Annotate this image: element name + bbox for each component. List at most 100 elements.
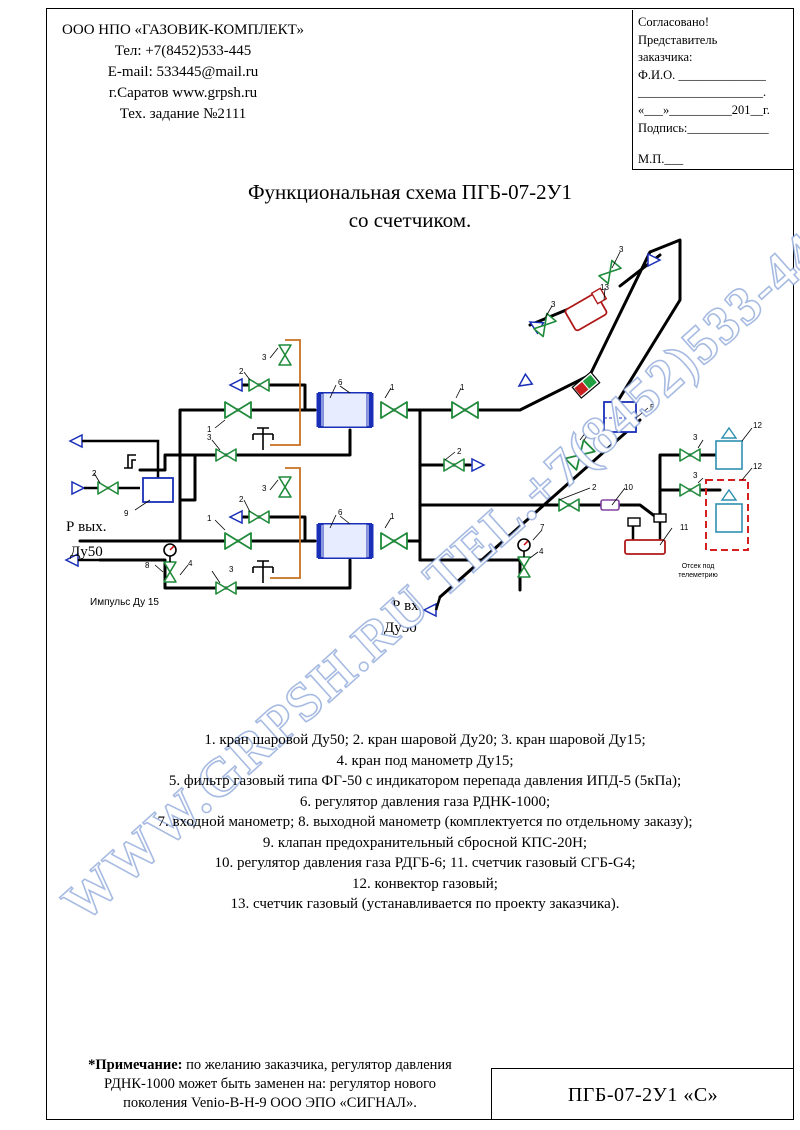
label-6: 6 xyxy=(338,508,343,517)
ball-valve-du50 xyxy=(380,401,408,419)
company-phone: Тел: +7(8452)533-445 xyxy=(114,43,252,59)
label-3: 3 xyxy=(693,471,698,480)
outlet-arrow-icon xyxy=(514,373,534,392)
ball-valve-du20 xyxy=(558,498,580,512)
note-label: *Примечание: xyxy=(88,1057,183,1073)
label-1: 1 xyxy=(207,514,212,523)
approval-date-field: «___»__________201__г. xyxy=(638,102,770,117)
regulator-actuator-icon xyxy=(252,560,274,584)
gas-filter-fg50 xyxy=(571,371,637,433)
label-8: 8 xyxy=(145,561,150,570)
label-1: 1 xyxy=(586,425,591,434)
approval-seal-field: М.П.___ xyxy=(638,152,684,167)
relief-valve-kps xyxy=(124,454,174,503)
legend-line: 4. кран под манометр Ду15; xyxy=(336,752,514,769)
note-line-2: РДНК-1000 может быть заменен на: регулят… xyxy=(104,1076,436,1092)
company-block: ООО НПО «ГАЗОВИК-КОМПЛЕКТ» Тел: +7(8452)… xyxy=(48,20,318,125)
gas-meter-13 xyxy=(564,287,608,332)
leader-lines xyxy=(93,251,753,584)
legend-line: 12. конвектор газовый; xyxy=(352,875,498,892)
approval-line: заказчика: xyxy=(638,50,693,65)
company-city-site: г.Саратов www.grpsh.ru xyxy=(108,85,258,101)
pressure-regulator-rdnk xyxy=(319,524,371,558)
outlet-diameter-label: Ду50 xyxy=(70,544,103,560)
ball-valve-du15 xyxy=(215,581,237,595)
label-1: 1 xyxy=(460,383,465,392)
regulator-actuator-icon xyxy=(252,427,274,451)
page-title: Функциональная схема ПГБ-07-2У1 со счетч… xyxy=(150,178,670,234)
telemetry-label-1: Отсек под xyxy=(682,563,715,570)
vent-arrow-icon xyxy=(229,510,243,524)
company-name: ООО НПО «ГАЗОВИК-КОМПЛЕКТ» xyxy=(62,22,304,38)
telemetry-label-2: телеметрию xyxy=(678,572,718,579)
legend-line: 6. регулятор давления газа РДНК-1000; xyxy=(299,793,551,810)
label-5: 5 xyxy=(650,403,655,412)
label-1: 1 xyxy=(390,512,395,521)
approval-line: ____________________. xyxy=(638,85,767,100)
label-12: 12 xyxy=(753,462,762,471)
ball-valve-du20 xyxy=(97,481,119,495)
label-3: 3 xyxy=(262,353,267,362)
pressure-regulator-rdnk xyxy=(319,393,371,427)
label-1: 1 xyxy=(207,425,212,434)
title-line-2: со счетчиком. xyxy=(348,208,472,232)
title-line-1: Функциональная схема ПГБ-07-2У1 xyxy=(247,180,573,204)
legend-line: 1. кран шаровой Ду50; 2. кран шаровой Ду… xyxy=(204,732,646,748)
note-line-3: поколения Venio-В-Н-9 ООО ЭПО «СИГНАЛ». xyxy=(123,1095,417,1111)
label-6: 6 xyxy=(338,378,343,387)
label-2: 2 xyxy=(592,483,597,492)
telemetry-compartment xyxy=(705,479,749,551)
approval-block: Согласовано! Представитель заказчика: Ф.… xyxy=(632,10,794,170)
label-3: 3 xyxy=(693,433,698,442)
gas-meter-sgb xyxy=(624,513,667,555)
label-3: 3 xyxy=(619,245,624,254)
inlet-arrow-icon xyxy=(423,603,437,617)
label-13: 13 xyxy=(600,283,609,292)
ball-valve-du50 xyxy=(224,532,252,550)
label-3: 3 xyxy=(551,300,556,309)
company-email: E-mail: 533445@mail.ru xyxy=(107,64,259,80)
ball-valve-du15 xyxy=(679,448,701,462)
legend-line: 10. регулятор давления газа РДГБ-6; 11. … xyxy=(214,855,636,871)
label-3: 3 xyxy=(229,565,234,574)
ball-valve-du15 xyxy=(278,476,292,498)
label-10: 10 xyxy=(624,483,633,492)
outlet-gauge-icon xyxy=(163,543,177,562)
approval-line: Согласовано! xyxy=(638,15,710,29)
tech-task-number: Тех. задание №2111 xyxy=(119,106,247,122)
inlet-pressure-label: Р вх. xyxy=(392,598,422,614)
vent-arrow-icon xyxy=(229,378,243,392)
legend-line: 13. счетчик газовый (устанавливается по … xyxy=(230,896,620,912)
label-3: 3 xyxy=(207,433,212,442)
arrow-icon xyxy=(71,481,85,495)
label-2: 2 xyxy=(92,469,97,478)
legend: 1. кран шаровой Ду50; 2. кран шаровой Ду… xyxy=(110,730,740,915)
approval-line: Представитель xyxy=(638,32,718,47)
inlet-gauge-icon xyxy=(517,538,531,557)
label-7: 7 xyxy=(540,523,545,532)
impulse-lines xyxy=(270,339,301,579)
label-11: 11 xyxy=(680,523,689,532)
label-4: 4 xyxy=(188,559,193,568)
ball-valve-du15 xyxy=(215,448,237,462)
gas-convector xyxy=(715,488,743,533)
ball-valve-du50 xyxy=(224,401,252,419)
ball-valve-du50 xyxy=(380,532,408,550)
label-3: 3 xyxy=(262,484,267,493)
label-2: 2 xyxy=(457,447,462,456)
ball-valve-du20 xyxy=(443,458,465,472)
note-block: *Примечание: по желанию заказчика, регул… xyxy=(50,1056,490,1113)
label-2: 2 xyxy=(239,367,244,376)
ball-valve-du15 xyxy=(679,483,701,497)
outlet-pressure-label: Р вых. xyxy=(66,519,107,535)
ball-valve-du20 xyxy=(248,378,270,392)
legend-line: 7. входной манометр; 8. выходной маномет… xyxy=(157,814,693,830)
label-12: 12 xyxy=(753,421,762,430)
approval-name-field: Ф.И.О. ______________ xyxy=(638,67,766,82)
label-4: 4 xyxy=(539,547,544,556)
ball-valve-du15 xyxy=(598,259,622,285)
approval-signature-field: Подпись:_____________ xyxy=(638,120,769,135)
legend-line: 5. фильтр газовый типа ФГ-50 с индикатор… xyxy=(168,773,682,789)
vent-arrow-icon xyxy=(471,458,485,472)
